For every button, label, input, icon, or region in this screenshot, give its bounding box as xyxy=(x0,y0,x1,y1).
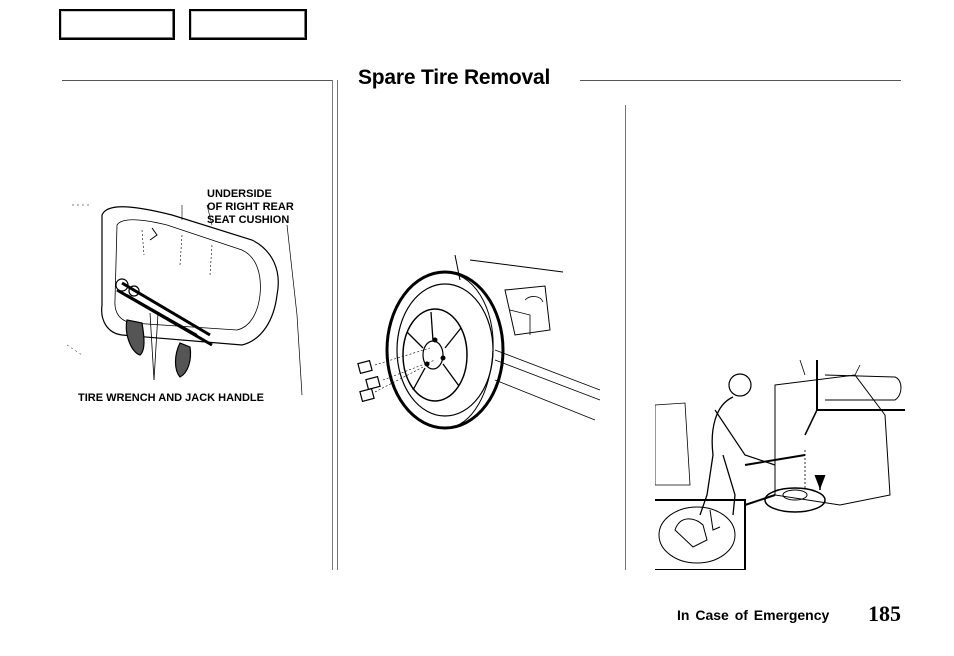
seat-cushion-tools-illustration xyxy=(66,204,303,395)
title-rule-right xyxy=(580,80,901,81)
tire-wrench-callout: TIRE WRENCH AND JACK HANDLE xyxy=(78,392,264,404)
lowering-spare-tire-illustration xyxy=(655,359,905,570)
seat-cushion-callout: UNDERSIDE OF RIGHT REAR SEAT CUSHION xyxy=(207,188,294,227)
callout-line: OF RIGHT REAR xyxy=(207,201,294,213)
column-divider xyxy=(337,80,338,570)
column-divider xyxy=(332,80,333,570)
callout-line: SEAT CUSHION xyxy=(207,214,290,226)
page-number: 185 xyxy=(868,601,901,626)
title-rule-left xyxy=(62,80,332,81)
callout-line: UNDERSIDE xyxy=(207,188,272,200)
page-title: Spare Tire Removal xyxy=(358,66,551,89)
previous-page-button[interactable] xyxy=(59,9,175,40)
section-footer: In Case of Emergency xyxy=(677,607,830,623)
spare-tire-wheel-illustration xyxy=(357,254,601,430)
column-divider xyxy=(625,105,626,570)
next-page-button[interactable] xyxy=(189,9,307,40)
